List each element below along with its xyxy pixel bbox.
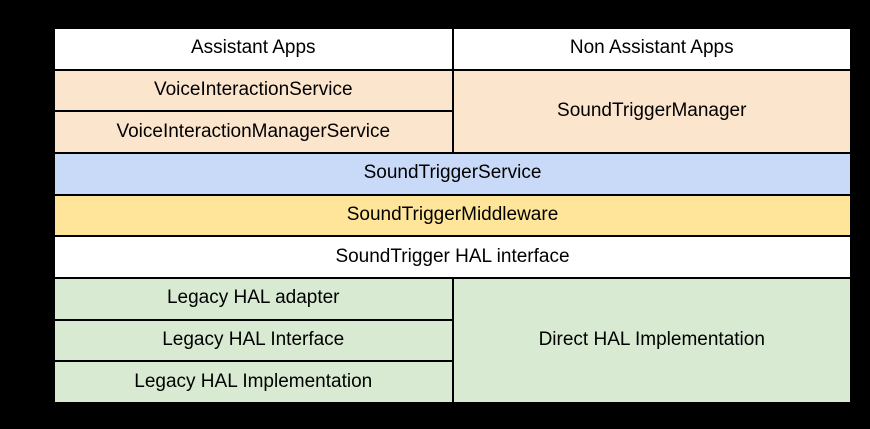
row-hal-interface: SoundTrigger HAL interface <box>53 235 852 279</box>
cell-sound-trigger-middleware: SoundTriggerMiddleware <box>53 193 852 238</box>
row-middleware: SoundTriggerMiddleware <box>53 193 852 238</box>
cell-direct-hal-implementation: Direct HAL Implementation <box>451 276 852 404</box>
cell-legacy-hal-implementation: Legacy HAL Implementation <box>53 360 454 404</box>
cell-sound-trigger-hal-interface: SoundTrigger HAL interface <box>53 235 852 279</box>
cell-voice-interaction-service: VoiceInteractionService <box>53 68 454 113</box>
cell-assistant-apps: Assistant Apps <box>53 27 454 71</box>
row-hal-2: Legacy HAL Interface <box>53 318 851 363</box>
cell-legacy-hal-interface: Legacy HAL Interface <box>53 318 454 363</box>
cell-non-assistant-apps: Non Assistant Apps <box>451 27 852 71</box>
cell-sound-trigger-manager: SoundTriggerManager <box>451 68 852 154</box>
row-apps: Assistant Apps Non Assistant Apps <box>53 27 852 71</box>
row-framework-1: VoiceInteractionService SoundTriggerMana… <box>53 68 852 154</box>
cell-voice-interaction-manager-service: VoiceInteractionManagerService <box>53 110 454 154</box>
soundtrigger-stack-diagram: Assistant Apps Non Assistant Apps VoiceI… <box>53 27 852 404</box>
row-hal-1: Legacy HAL adapter Direct HAL Implementa… <box>53 276 852 404</box>
row-hal-3: Legacy HAL Implementation <box>53 360 851 404</box>
cell-sound-trigger-service: SoundTriggerService <box>53 151 852 196</box>
cell-legacy-hal-adapter: Legacy HAL adapter <box>53 276 454 321</box>
row-service: SoundTriggerService <box>53 151 852 196</box>
row-framework-2: VoiceInteractionManagerService <box>53 110 851 154</box>
